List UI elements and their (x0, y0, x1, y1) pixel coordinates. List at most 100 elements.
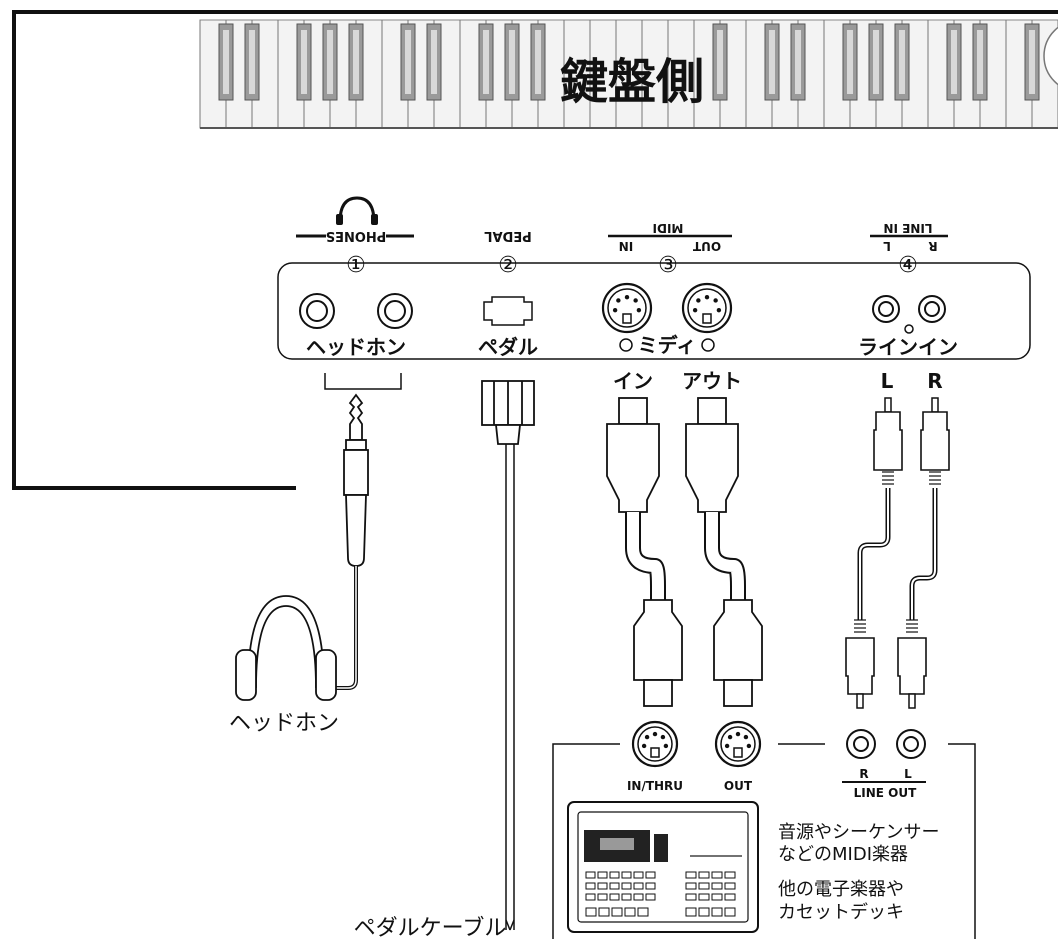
midi-jack-label: ミディ (638, 333, 697, 357)
midi-jack-pin (727, 734, 733, 740)
pedal-plug-icon (481, 380, 535, 445)
midi-jack-pin (704, 295, 710, 300)
line-out-l-label: L (904, 767, 912, 781)
midi-jack-pin (633, 298, 638, 303)
number-4-label: ④ (898, 253, 918, 278)
keyboard-keys (199, 19, 1058, 129)
black-key-highlight (509, 30, 515, 94)
rca-tip (931, 397, 939, 413)
black-key-highlight (795, 30, 801, 94)
sequencer-display-text (600, 838, 634, 850)
black-key-highlight (873, 30, 879, 94)
pedal-jack-label: ペダル (478, 335, 538, 359)
midi-plug-lower-body (633, 599, 683, 681)
rca-plug-body (920, 411, 950, 471)
sequencer-button (698, 871, 710, 879)
jack-numbers: ① ② ③ ④ (346, 253, 918, 278)
number-2-label: ② (498, 253, 518, 278)
sequencer-button (609, 882, 620, 890)
black-key-highlight (717, 30, 723, 94)
black-key-highlight (301, 30, 307, 94)
midi-plug-lower-body (713, 599, 763, 681)
midi-jack-pin (663, 743, 669, 749)
midi-jack-pin (660, 734, 666, 740)
midi-plug-top (618, 397, 648, 425)
black-key-highlight (223, 30, 229, 94)
black-key-highlight (249, 30, 255, 94)
line-in-jacks (872, 295, 946, 334)
sequencer-button (624, 907, 636, 917)
midi-plug-body (606, 423, 660, 513)
rca-lower-tip (908, 693, 916, 709)
sequencer-button (645, 871, 656, 879)
black-key-highlight (483, 30, 489, 94)
midi-in-label: IN (619, 239, 634, 253)
midi-jack-key (702, 313, 712, 324)
sequencer-button (724, 893, 736, 901)
sequencer-button (598, 907, 610, 917)
sequencer-button (645, 893, 656, 901)
sequencer-display-side (654, 834, 668, 862)
sequencer-button (597, 893, 608, 901)
rca-cable-outline (909, 488, 938, 620)
midi-jack-pin (743, 734, 749, 740)
rca-tip (884, 397, 892, 413)
midi-plug-top (697, 397, 727, 425)
rca-cable-outline (857, 488, 891, 620)
pedal-cable-end (505, 919, 515, 931)
midi-jack-pin (724, 743, 730, 749)
sequencer-button (597, 871, 608, 879)
sequencer-button (585, 871, 596, 879)
line-l-cable-label: L (881, 369, 894, 393)
midi-jack-pin (644, 734, 650, 740)
sequencer-button (698, 893, 710, 901)
sequencer-button (685, 907, 697, 917)
line-l-upside-label: L (883, 239, 891, 253)
sequencer-button (685, 893, 697, 901)
rca-plug-body (873, 411, 903, 471)
rca-lower-plug-body (897, 637, 927, 695)
midi-jack-pin (652, 731, 658, 737)
sequencer-button (724, 871, 736, 879)
midi-cables (606, 397, 763, 707)
black-key-highlight (431, 30, 437, 94)
headphones-jack-label: ヘッドホン (306, 335, 406, 359)
sequencer-button (724, 882, 736, 890)
midi-plug-body (685, 423, 739, 513)
black-key-highlight (847, 30, 853, 94)
midi-jack-pin (641, 743, 647, 749)
instrument-outline (12, 10, 1058, 490)
sequencer-button (597, 882, 608, 890)
rca-lower-tip (856, 693, 864, 709)
midi-jack-pin (696, 298, 701, 303)
phones-label: PHONES (326, 228, 387, 243)
device-desc-1-line-1: 音源やシーケンサー (778, 822, 939, 843)
midi-jack-pin (612, 307, 618, 313)
sequencer-button (724, 907, 736, 917)
black-key-highlight (1029, 30, 1035, 94)
sequencer-button (585, 882, 596, 890)
sequencer-button (645, 882, 656, 890)
midi-jack-pin (713, 298, 718, 303)
device-midi-jacks (631, 720, 762, 768)
midi-plug-lower-tip (643, 679, 673, 707)
rca-cable-fill (859, 488, 889, 620)
midi-jack-pin (746, 743, 752, 749)
midi-cable-fill (706, 512, 744, 600)
keyboard-side-label: 鍵盤側 (560, 54, 704, 110)
sequencer-button (585, 893, 596, 901)
device-outline (552, 743, 976, 939)
line-out-jacks (846, 729, 926, 759)
sequencer-button (621, 893, 632, 901)
line-in-label: LINE IN (883, 221, 932, 235)
pedal-label: PEDAL (484, 228, 532, 243)
sequencer-button (685, 882, 697, 890)
sequencer-button (711, 907, 723, 917)
pedal-cable-caption: ペダルケーブル (354, 916, 507, 939)
in-thru-label: IN/THRU (627, 779, 683, 793)
phones-jacks (299, 293, 413, 329)
pedal-socket-icon (483, 296, 533, 326)
sequencer-button (711, 893, 723, 901)
midi-jacks (601, 282, 733, 334)
keys-background (199, 19, 1058, 129)
